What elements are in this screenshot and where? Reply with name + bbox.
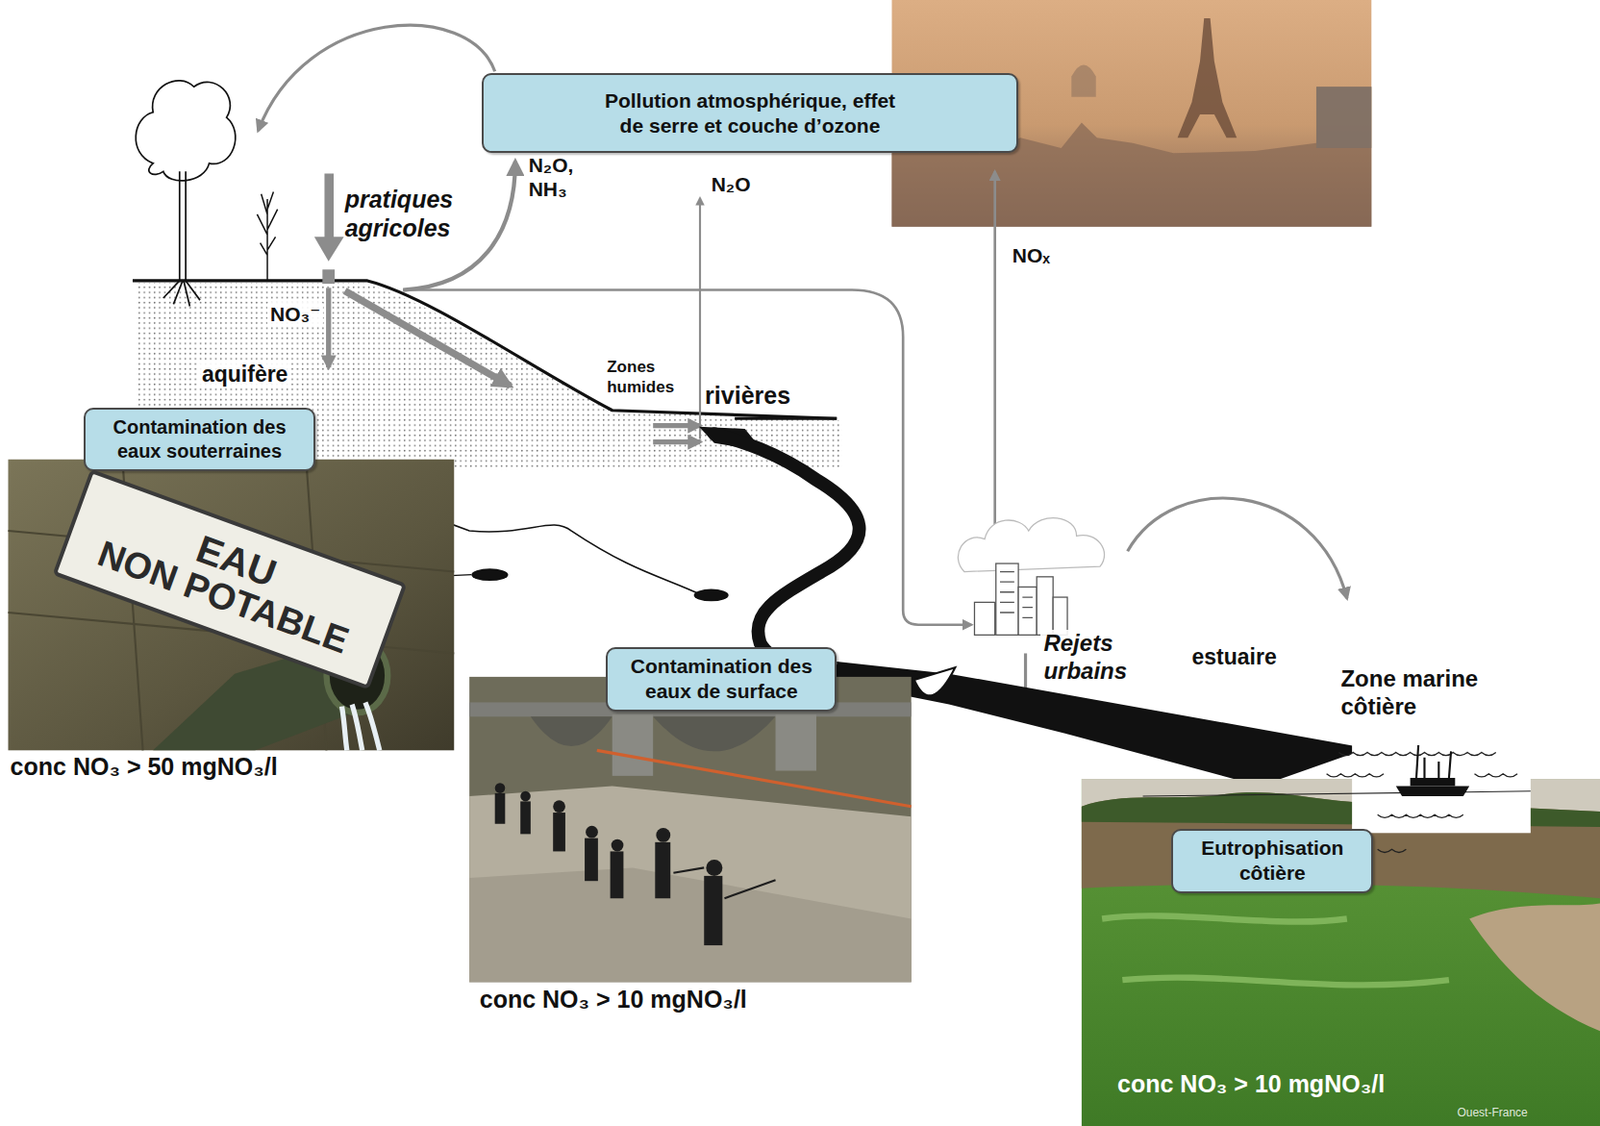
box-text: Eutrophisation côtière (1184, 835, 1360, 887)
practice-arrow-head (314, 236, 345, 261)
practice-arrow-shaft (324, 173, 334, 239)
ship-deck (1410, 777, 1456, 786)
worker-head (585, 825, 599, 839)
ship-masts (1416, 745, 1451, 778)
workers (495, 782, 724, 946)
waves (1377, 849, 1407, 852)
tree-trunk (179, 171, 186, 281)
worker-head (495, 782, 506, 794)
nox-arrow (993, 171, 997, 536)
worker-body (610, 850, 625, 899)
worker-head (655, 827, 671, 843)
diagram-label: aquifère (199, 361, 291, 389)
worker-body (654, 842, 671, 899)
building (996, 563, 1019, 635)
groundwater-photo (7, 459, 454, 751)
leaching-arrow (325, 287, 331, 368)
worker-body (495, 793, 506, 825)
input-marker (322, 269, 335, 284)
diagram-label: rivières (701, 380, 794, 410)
ship-hull (1396, 785, 1470, 797)
box-text: Contamination des eaux souterraines (97, 415, 302, 464)
marine-patch (1351, 732, 1531, 833)
worker-body (703, 875, 723, 946)
diagram-label: estuaire (1192, 644, 1277, 672)
well-dot (471, 568, 508, 581)
algae-patch (1101, 915, 1450, 985)
sand (1469, 903, 1600, 1032)
waves (1377, 814, 1464, 818)
wetland-arrow (652, 439, 700, 445)
diagram-label: N₂O, NH₃ (528, 152, 602, 201)
river-water (469, 676, 912, 982)
city (957, 518, 1104, 636)
diagram-label: conc NO₃ > 10 mgNO₃/l (1117, 1069, 1385, 1099)
surface-water-photo (469, 676, 912, 982)
building (1018, 586, 1037, 635)
gravel-bank (469, 785, 912, 982)
coastal-arrow (1127, 498, 1348, 599)
grass-stem (256, 192, 277, 281)
building (1316, 86, 1372, 149)
wetland-arrow (652, 423, 700, 428)
diagram-label: Rejets urbains (1040, 629, 1149, 686)
worker-body (552, 812, 566, 851)
flow-to-city (402, 290, 972, 625)
well-dot (694, 589, 729, 602)
building (1036, 576, 1053, 636)
box-text: Pollution atmosphérique, effet de serre … (495, 88, 1005, 140)
bridge-pier (612, 714, 653, 776)
worker-body (584, 838, 599, 882)
info-box: Contamination des eaux de surface (605, 647, 837, 712)
bank-slope (469, 867, 912, 982)
return-arrow (257, 25, 495, 131)
watermark: Ouest-France (1456, 1105, 1527, 1120)
info-box: Eutrophisation côtière (1171, 828, 1374, 894)
water-jet (342, 701, 380, 750)
grass (256, 192, 277, 281)
wetland-n2o-arrow (699, 198, 701, 440)
runoff-arrow (345, 291, 511, 387)
river-bank (734, 417, 837, 421)
diagram-label: NO₃⁻ (267, 301, 324, 326)
sign-board: EAUNON POTABLE (51, 469, 407, 690)
diagram-label: N₂O (711, 172, 751, 197)
waves (1474, 774, 1518, 777)
box-text: Contamination des eaux de surface (619, 653, 824, 705)
eiffel-tower (1177, 18, 1238, 138)
diagram-label: Zones humides (603, 357, 681, 398)
tree-roots (163, 280, 200, 307)
diagram-label: conc NO₃ > 10 mgNO₃/l (479, 984, 748, 1014)
worker-head (611, 839, 625, 852)
worker-head (552, 800, 566, 813)
sacre-coeur (1071, 64, 1096, 97)
worker-body (520, 800, 531, 834)
bridge-arch (530, 716, 776, 751)
diagram-label: Zone marine côtière (1340, 665, 1520, 722)
ground-line (132, 280, 837, 419)
wall (7, 459, 454, 751)
smoke-cloud (957, 518, 1104, 573)
estuary-callout (914, 667, 955, 696)
diagram-label: pratiques agricoles (345, 184, 489, 243)
tree (135, 80, 236, 307)
worker-head (520, 791, 531, 802)
horizon (1143, 791, 1531, 797)
info-box: Contamination des eaux souterraines (83, 407, 316, 472)
info-box: Pollution atmosphérique, effet de serre … (481, 73, 1019, 153)
rakes (673, 867, 775, 899)
river (714, 433, 860, 672)
diagram-label: conc NO₃ > 50 mgNO₃/l (10, 751, 278, 781)
waves (1326, 774, 1384, 777)
worker-head (705, 859, 723, 876)
tree-crown (135, 80, 236, 181)
wall-joints (7, 459, 454, 751)
building (974, 601, 995, 635)
bridge-pier (775, 714, 817, 771)
diagram-label: NOₓ (1012, 243, 1050, 268)
windows (1000, 572, 1033, 619)
